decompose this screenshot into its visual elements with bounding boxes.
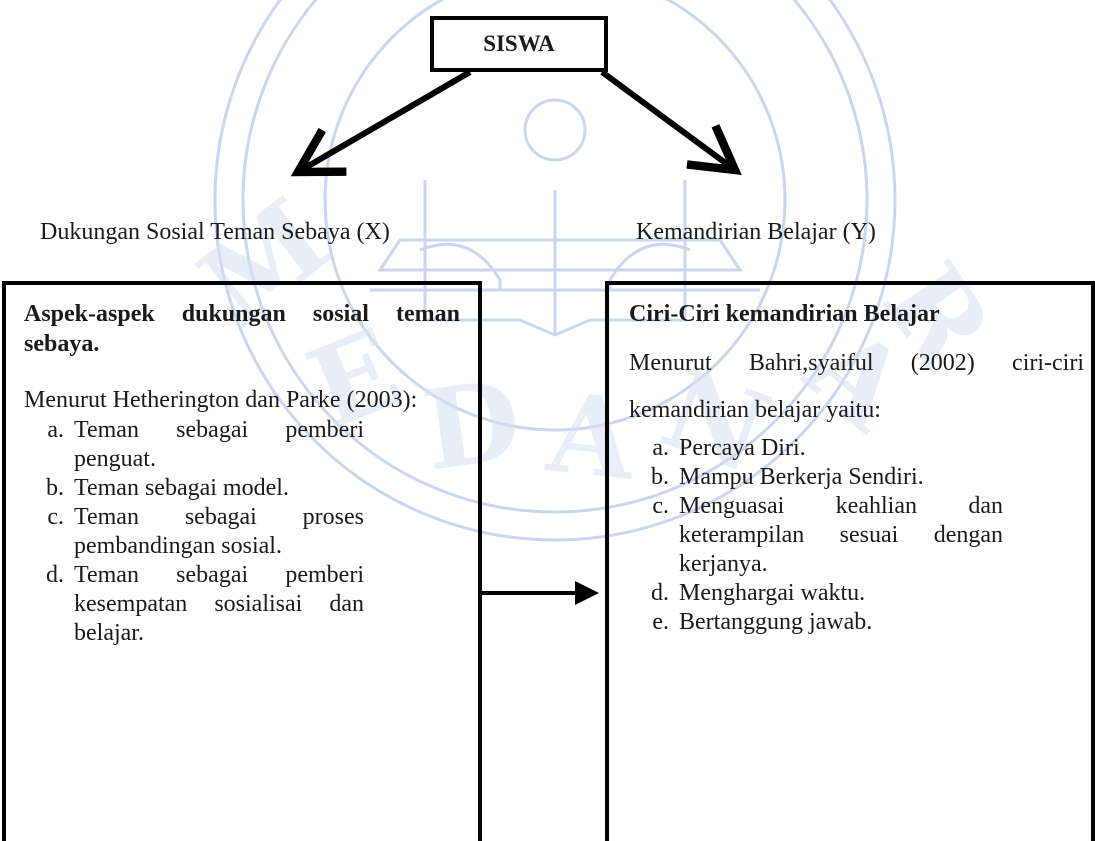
list-marker: a.: [652, 435, 669, 461]
list-marker: d.: [651, 580, 669, 606]
top-node-box: SISWA: [430, 16, 608, 72]
list-marker: d.: [46, 562, 64, 588]
list-item-text: Teman sebagai pemberi penguat.: [74, 417, 364, 472]
arrow-to-y: [600, 69, 742, 176]
list-item: a. Percaya Diri.: [629, 434, 1003, 463]
list-item: e. Bertanggung jawab.: [629, 608, 1003, 637]
list-marker: e.: [652, 609, 669, 635]
list-item: d. Teman sebagai pemberi kesempatan sosia…: [24, 561, 364, 648]
svg-text:A: A: [541, 367, 642, 504]
right-panel: Ciri-Ciri kemandirian Belajar Menurut Ba…: [605, 281, 1095, 841]
left-panel-intro: Menurut Hetherington dan Parke (2003):: [24, 387, 418, 413]
list-item-text: Teman sebagai proses pembandingan sosial…: [74, 504, 364, 559]
list-item: c. Teman sebagai proses pembandingan sosi…: [24, 503, 364, 561]
list-item-text: Percaya Diri.: [679, 435, 806, 461]
list-marker: c.: [47, 504, 64, 530]
list-item-text: Menghargai waktu.: [679, 580, 866, 606]
left-panel-heading: Aspek-aspek dukungan sosial teman sebaya…: [24, 301, 460, 357]
list-marker: b.: [46, 475, 64, 501]
list-item-text: Mampu Berkerja Sendiri.: [679, 464, 924, 490]
left-panel: Aspek-aspek dukungan sosial teman sebaya…: [2, 281, 482, 841]
variable-y-label: Kemandirian Belajar (Y): [636, 219, 876, 245]
list-item: d. Menghargai waktu.: [629, 579, 1003, 608]
list-marker: b.: [651, 464, 669, 490]
list-item-text: Bertanggung jawab.: [679, 609, 873, 635]
right-panel-intro: Menurut Bahri,syaiful (2002) ciri-ciri k…: [629, 350, 1084, 423]
arrow-to-x: [290, 69, 472, 177]
top-node-label: SISWA: [483, 31, 555, 56]
list-item-text: Menguasai keahlian dan keterampilan sesu…: [679, 493, 1003, 577]
list-item-text: Teman sebagai model.: [74, 475, 289, 501]
svg-text:D: D: [416, 355, 528, 496]
right-panel-list: a. Percaya Diri. b. Mampu Berkerja Sendiri…: [629, 434, 1003, 637]
right-panel-heading: Ciri-Ciri kemandirian Belajar: [629, 301, 940, 327]
list-item: a. Teman sebagai pemberi penguat.: [24, 416, 364, 474]
list-marker: a.: [47, 417, 64, 443]
list-item: b. Mampu Berkerja Sendiri.: [629, 463, 1003, 492]
list-item: c. Menguasai keahlian dan keterampilan se…: [629, 492, 1003, 579]
list-item-text: Teman sebagai pemberi kesempatan sosiali…: [74, 562, 364, 646]
variable-x-label: Dukungan Sosial Teman Sebaya (X): [40, 219, 390, 245]
left-panel-list: a. Teman sebagai pemberi penguat. b. Teman…: [24, 416, 364, 648]
list-item: b. Teman sebagai model.: [24, 474, 364, 503]
list-marker: c.: [652, 493, 669, 519]
